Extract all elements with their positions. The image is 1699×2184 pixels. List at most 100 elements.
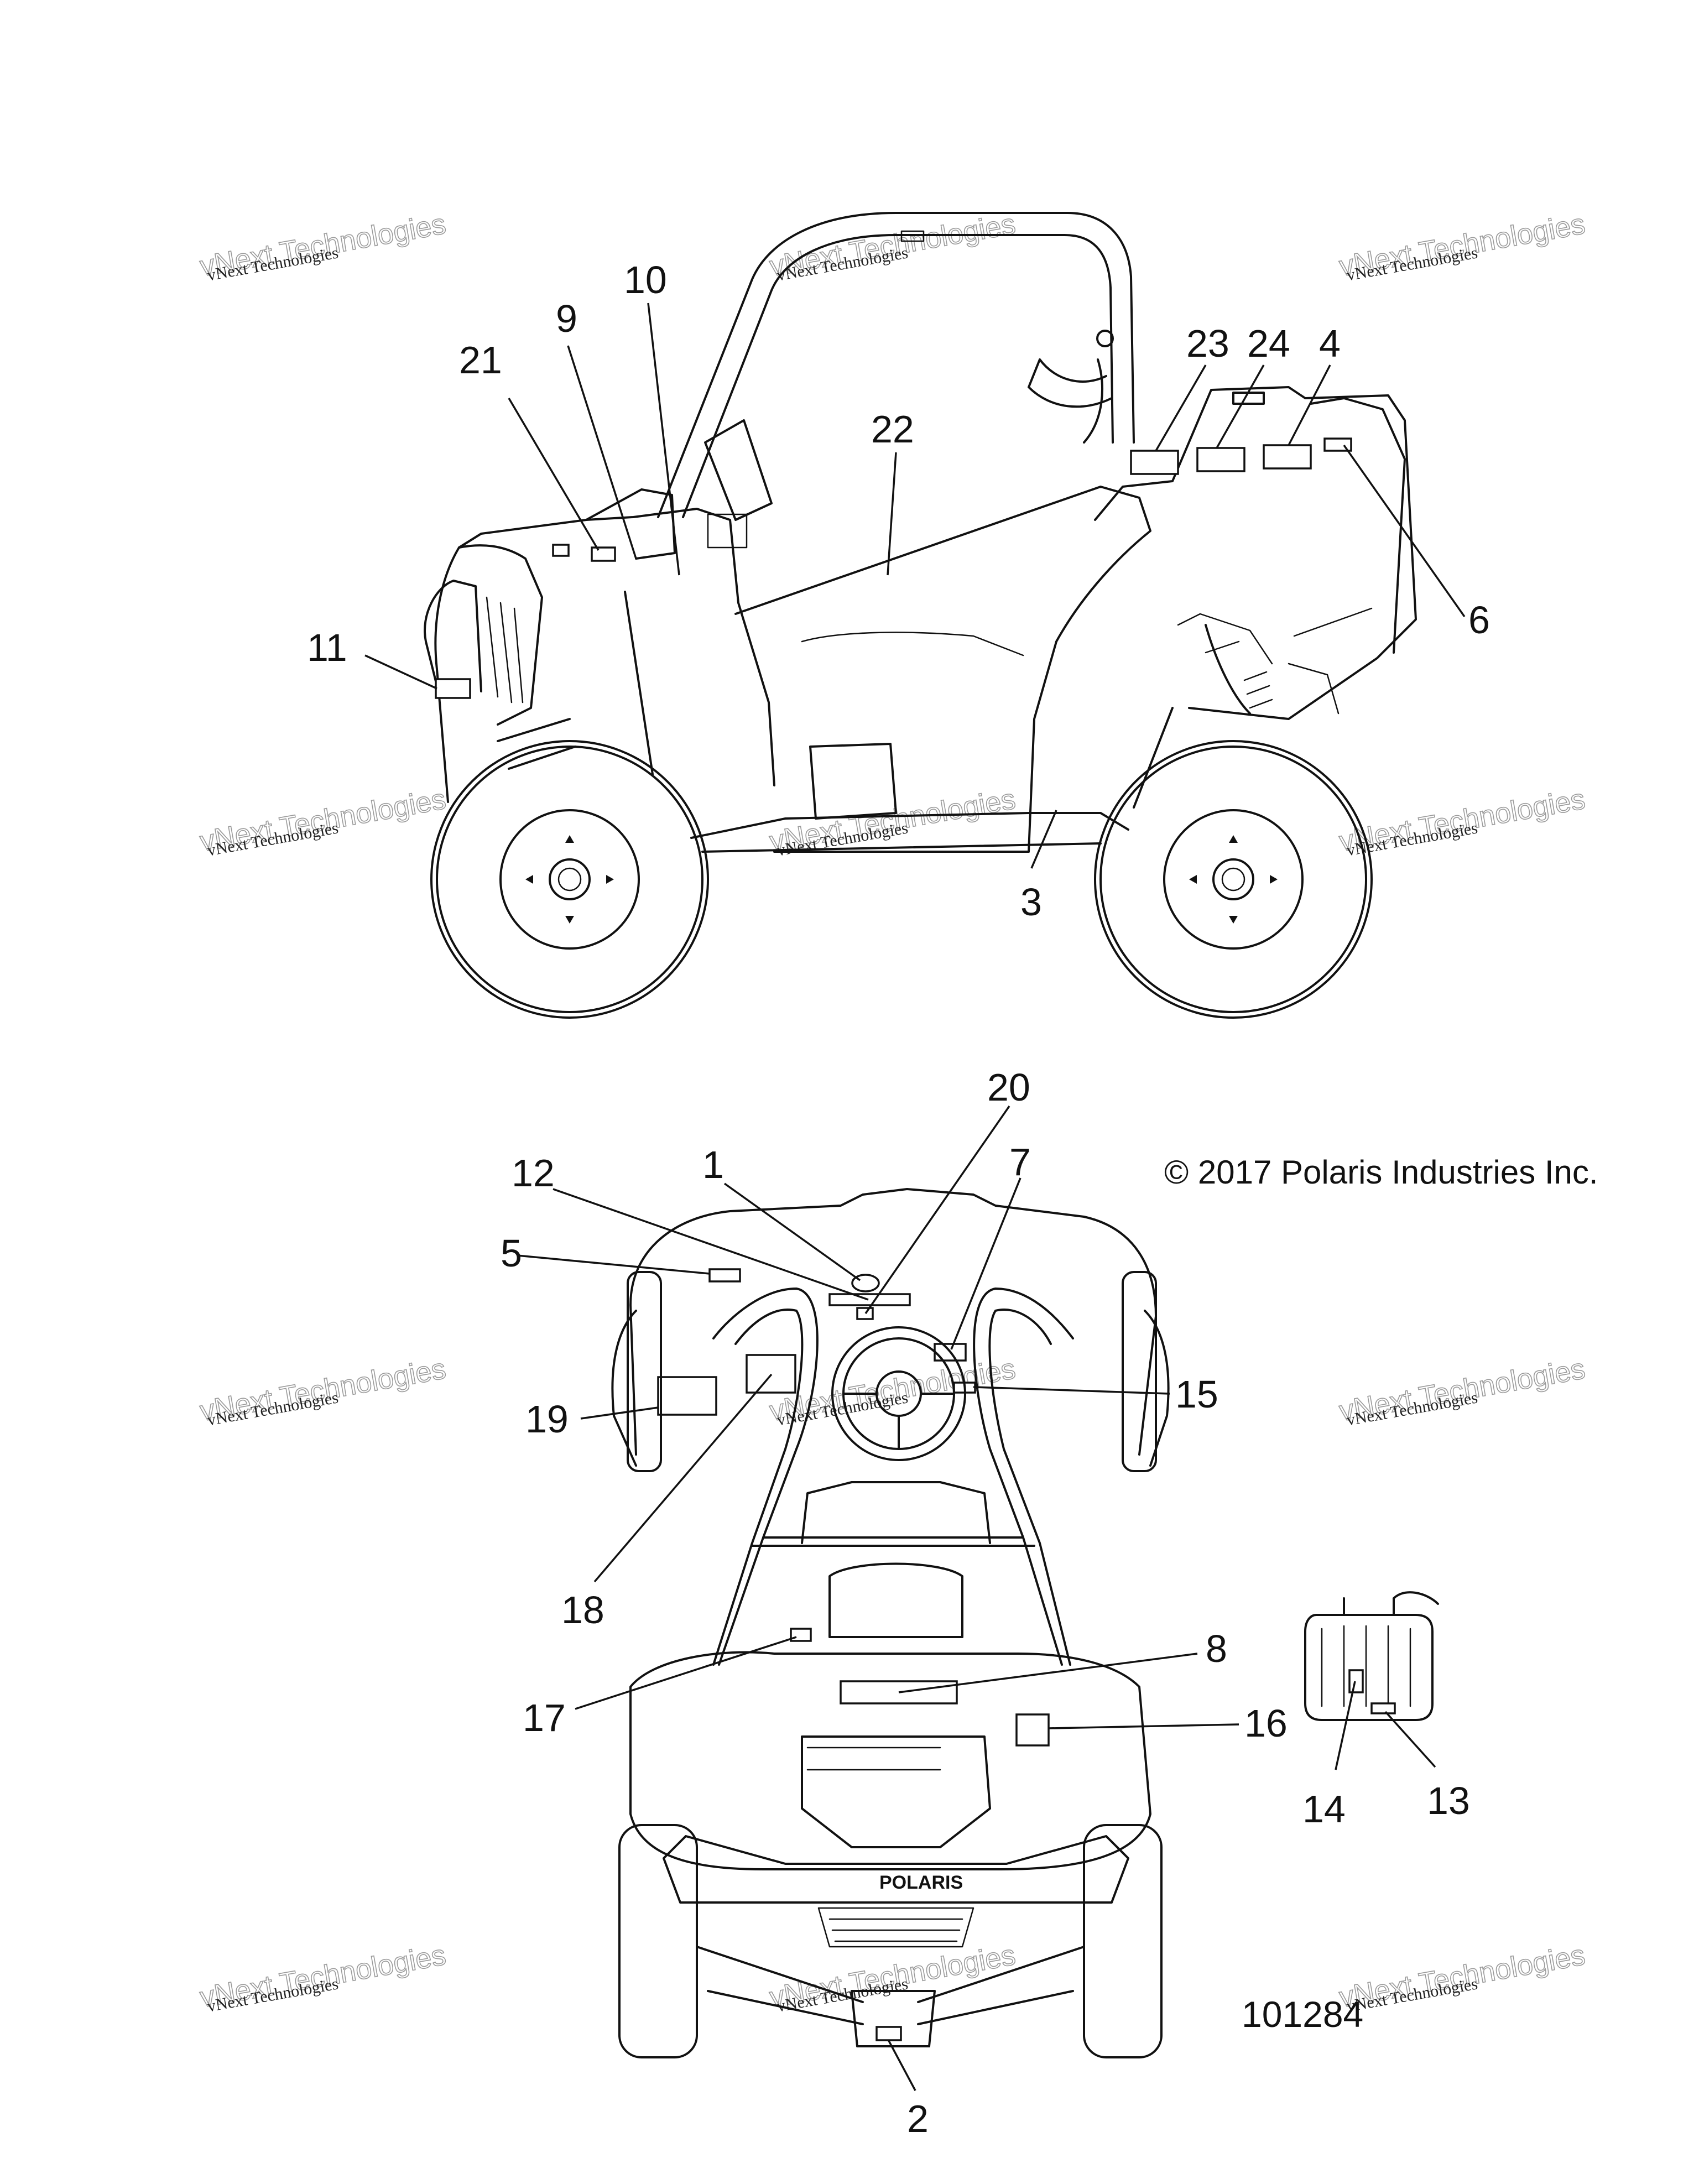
decal-2 xyxy=(875,2026,902,2041)
decal-14 xyxy=(1348,1669,1364,1693)
front-a-arms xyxy=(696,1946,1085,2025)
watermark: vNext Technologies vNext Technologies xyxy=(197,1938,449,2015)
rear-suspension xyxy=(1133,624,1251,809)
decal-11 xyxy=(435,678,471,699)
callout-18: 18 xyxy=(561,1588,604,1632)
seat-belt xyxy=(1028,358,1113,444)
leader-18 xyxy=(593,1373,773,1583)
leader-19 xyxy=(580,1406,659,1420)
callout-labels: 1 2 3 4 5 6 7 8 9 10 11 12 13 14 15 16 1… xyxy=(307,258,1490,2140)
leader-7 xyxy=(950,1177,1022,1350)
front-fascia xyxy=(663,1835,1129,1904)
front-body-top xyxy=(629,1651,1151,1870)
leader-3 xyxy=(1030,810,1057,869)
cage-bar-right xyxy=(973,1288,1074,1666)
steering-wheel-top xyxy=(831,1326,966,1461)
callout-14: 14 xyxy=(1302,1787,1346,1831)
decal-21 xyxy=(552,544,570,557)
leader-13 xyxy=(1384,1711,1436,1768)
decal-6 xyxy=(1323,437,1352,452)
cage-bar-left xyxy=(712,1288,819,1666)
decal-18 xyxy=(746,1354,796,1394)
rear-fender xyxy=(1310,397,1406,654)
front-grille-logo: POLARIS xyxy=(879,1872,963,1893)
engine-detail xyxy=(1177,607,1373,715)
dash-box xyxy=(707,513,748,549)
leader-lines xyxy=(364,303,1466,2091)
callout-15: 15 xyxy=(1175,1373,1218,1416)
decal-16 xyxy=(1015,1713,1050,1747)
leader-22 xyxy=(887,452,897,576)
callout-16: 16 xyxy=(1244,1702,1288,1745)
rear-left-tire xyxy=(627,1271,662,1472)
watermark: vNext Technologies vNext Technologies xyxy=(767,207,1018,284)
leader-5 xyxy=(517,1254,710,1275)
leader-6 xyxy=(1343,444,1466,618)
callout-1: 1 xyxy=(702,1143,724,1186)
hood-vent xyxy=(806,1747,941,1771)
callout-23: 23 xyxy=(1186,322,1229,365)
top-view-vehicle: POLARIS xyxy=(611,1188,1170,2058)
cage-bracket xyxy=(900,230,925,242)
rocker-rail xyxy=(701,842,1102,853)
leader-24 xyxy=(1216,364,1265,449)
seat-top-view xyxy=(801,1481,991,1544)
roll-cage xyxy=(657,212,1135,518)
watermark: vNext Technologies vNext Technologies xyxy=(1336,783,1588,859)
watermark: vNext Technologies vNext Technologies xyxy=(767,1938,1018,2015)
decal-4 xyxy=(1263,444,1312,470)
decal-13 xyxy=(1370,1702,1396,1714)
callout-4: 4 xyxy=(1319,322,1341,365)
watermark: vNext Technologies vNext Technologies xyxy=(197,783,449,859)
rear-fender-right-top xyxy=(1144,1310,1170,1467)
callout-22: 22 xyxy=(871,408,914,451)
tank-outline xyxy=(1304,1614,1434,1721)
leader-17 xyxy=(575,1636,797,1710)
callout-3: 3 xyxy=(1020,880,1042,924)
cage-cross-bar xyxy=(751,1536,1035,1547)
leader-8 xyxy=(898,1653,1198,1693)
decal-5 xyxy=(708,1268,741,1283)
callout-20: 20 xyxy=(987,1066,1030,1109)
callout-6: 6 xyxy=(1468,598,1490,642)
leader-14 xyxy=(1335,1681,1356,1770)
callout-2: 2 xyxy=(907,2097,929,2140)
roll-cage-inner xyxy=(682,234,1114,518)
leader-15 xyxy=(973,1386,1170,1395)
watermark: vNext Technologies vNext Technologies xyxy=(1336,1352,1588,1429)
callout-10: 10 xyxy=(624,258,667,301)
side-panel xyxy=(734,486,1151,853)
leader-1 xyxy=(723,1182,861,1281)
watermark-layer: vNext Technologies vNext Technologies vN… xyxy=(197,207,1588,2015)
rear-body-top xyxy=(629,1188,1157,1456)
decal-24 xyxy=(1196,447,1245,472)
front-suspension xyxy=(497,591,654,775)
hood-top xyxy=(585,488,676,560)
callout-8: 8 xyxy=(1206,1627,1227,1670)
watermark: vNext Technologies vNext Technologies xyxy=(197,207,449,284)
front-wheel xyxy=(430,740,709,1019)
leader-20 xyxy=(864,1106,1010,1314)
front-bumper-top xyxy=(851,1990,936,2047)
callout-11: 11 xyxy=(307,626,347,669)
watermark: vNext Technologies vNext Technologies xyxy=(197,1352,449,1429)
seat-cushion xyxy=(801,632,1024,656)
callout-9: 9 xyxy=(556,297,577,340)
front-left-tire xyxy=(618,1824,698,2058)
fuel-tank-cap xyxy=(1232,392,1265,405)
leader-2 xyxy=(888,2040,916,2091)
watermark: vNext Technologies vNext Technologies xyxy=(1336,1938,1588,2015)
watermark: vNext Technologies vNext Technologies xyxy=(1336,207,1588,284)
cage-bar-right-inner xyxy=(988,1309,1071,1666)
leader-12 xyxy=(553,1188,869,1301)
hood-panel xyxy=(801,1735,991,1848)
callout-5: 5 xyxy=(501,1232,522,1275)
leader-11 xyxy=(364,654,437,690)
leader-10 xyxy=(647,303,680,576)
callout-19: 19 xyxy=(525,1398,569,1441)
side-view-vehicle xyxy=(424,212,1417,1019)
front-hood xyxy=(434,508,775,803)
callout-17: 17 xyxy=(523,1696,566,1739)
cage-bar-left-inner xyxy=(712,1309,804,1666)
